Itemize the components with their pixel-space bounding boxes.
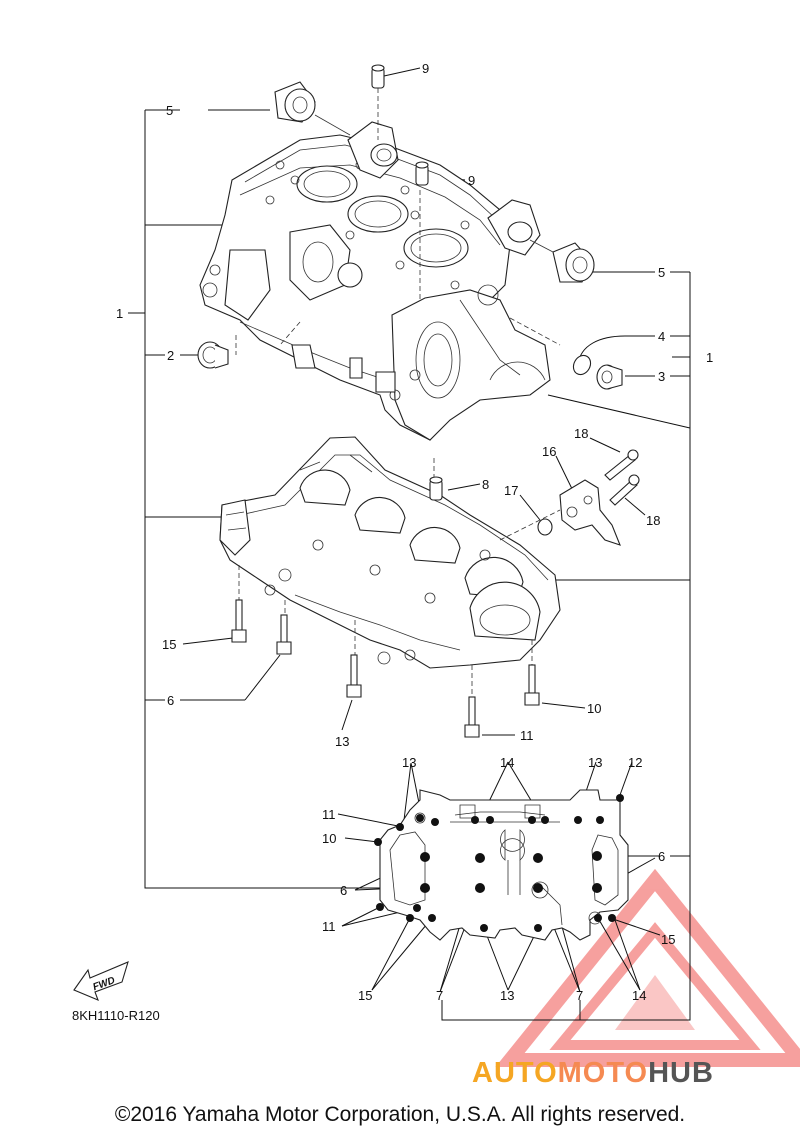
callout-13-bottom: 13: [500, 988, 514, 1003]
diagram-code: 8KH1110-R120: [72, 1008, 160, 1023]
copyright-notice: ©2016 Yamaha Motor Corporation, U.S.A. A…: [114, 1103, 686, 1126]
fwd-arrow-icon: FWD: [73, 961, 129, 1001]
callout-2: 2: [167, 348, 174, 363]
callout-numbers: 1 1 2 3 4 5 5 6 6 6 7 7 8 9 9 10 10 11 1…: [116, 61, 713, 1003]
watermark-hub: HUB: [648, 1057, 714, 1089]
bolt-pattern-plan: [379, 789, 629, 941]
callout-13-top-a: 13: [402, 755, 416, 770]
callout-5-top: 5: [166, 103, 173, 118]
callout-11-low-b: 11: [322, 919, 336, 934]
callout-3: 3: [658, 369, 665, 384]
callout-6-right: 6: [658, 849, 665, 864]
callout-14-bottom: 14: [632, 988, 646, 1003]
bolt-11-mid: [464, 696, 480, 738]
engine-mount-damper-5-top: [274, 81, 351, 136]
callout-15-low-left: 15: [358, 988, 372, 1003]
callout-6-lower: 6: [340, 883, 347, 898]
callout-15-mid: 15: [162, 637, 176, 652]
callout-4: 4: [658, 329, 665, 344]
callout-16: 16: [542, 444, 556, 459]
lower-crankcase: [219, 436, 561, 695]
callout-13-top-b: 13: [588, 755, 602, 770]
callout-11-mid: 11: [520, 728, 534, 743]
callout-1-right: 1: [706, 350, 713, 365]
watermark-triangle: [495, 868, 800, 1067]
callout-1-left: 1: [116, 306, 123, 321]
callout-13-mid: 13: [335, 734, 349, 749]
callout-8: 8: [482, 477, 489, 492]
bolt-18-b: [609, 474, 640, 506]
callout-9-mid: 9: [468, 173, 475, 188]
callout-6-left: 6: [167, 693, 174, 708]
bolt-10-mid: [524, 664, 540, 706]
bolt-6-mid: [276, 614, 292, 655]
dowel-pin-8: [429, 476, 443, 501]
bolt-15-mid: [231, 599, 247, 643]
plug-2: [197, 341, 229, 369]
callout-7-right: 7: [576, 988, 583, 1003]
engine-mount-damper-5-right: [529, 239, 595, 283]
upper-crankcase: [199, 88, 561, 441]
bolt-18-a: [604, 449, 639, 481]
callout-10-mid: 10: [587, 701, 601, 716]
callout-18-b: 18: [646, 513, 660, 528]
bracket-16: [559, 479, 621, 546]
callout-7-left: 7: [436, 988, 443, 1003]
dowel-pin-9-top: [371, 64, 385, 89]
callout-11-low-a: 11: [322, 807, 336, 822]
bolt-hole-dots: [374, 794, 624, 932]
callout-5-right: 5: [658, 265, 665, 280]
callout-17: 17: [504, 483, 518, 498]
bolt-13-mid: [346, 654, 362, 698]
plug-3: [596, 364, 623, 390]
dowel-pin-9-mid: [415, 161, 429, 186]
oring-17: [537, 518, 553, 536]
callout-14-top: 14: [500, 755, 514, 770]
callout-10-low: 10: [322, 831, 336, 846]
callout-12: 12: [628, 755, 642, 770]
callout-15-low-right: 15: [661, 932, 675, 947]
watermark-text: AUTOMOTOHUB: [472, 1057, 714, 1090]
oring-4: [572, 354, 592, 376]
callout-18-a: 18: [574, 426, 588, 441]
watermark-moto: MOTO: [557, 1057, 649, 1089]
callout-lines: [128, 67, 691, 1021]
watermark-auto: AUTO: [472, 1057, 558, 1089]
callout-9-top: 9: [422, 61, 429, 76]
